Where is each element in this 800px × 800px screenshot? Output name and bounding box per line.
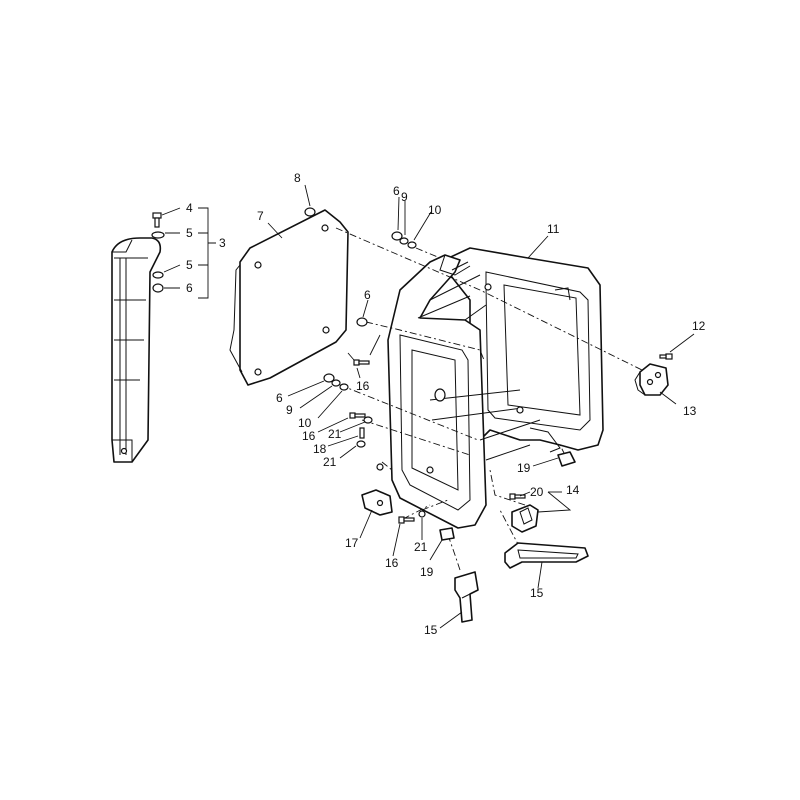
callout-4: 4 — [186, 201, 193, 215]
bolt-16b — [349, 412, 366, 419]
plug-8 — [304, 207, 316, 217]
callout-9a: 9 — [401, 190, 408, 204]
callout-19b: 19 — [420, 565, 434, 579]
callout-5a: 5 — [186, 226, 193, 240]
callout-6b: 6 — [393, 184, 400, 198]
washer-21a — [363, 416, 373, 424]
bracket-17-part — [361, 489, 393, 516]
pad-19a — [557, 451, 576, 467]
callout-6d: 6 — [276, 391, 283, 405]
callout-15b: 15 — [530, 586, 544, 600]
washer-21b — [356, 440, 366, 448]
callout-18: 18 — [313, 442, 327, 456]
callout-13: 13 — [683, 404, 697, 418]
main-frame-part — [376, 247, 604, 529]
callout-3: 3 — [219, 236, 226, 250]
cover-plate-part — [229, 209, 349, 386]
bolt-18 — [359, 427, 365, 439]
callout-10b: 10 — [298, 416, 312, 430]
bolt-20 — [509, 493, 526, 500]
washer-9b — [331, 379, 341, 387]
bolt-12 — [659, 353, 673, 360]
washer-5b — [152, 271, 164, 279]
washer-10b — [339, 383, 349, 391]
callout-12: 12 — [692, 319, 706, 333]
bolt-4 — [152, 212, 162, 228]
handle-15b-part — [504, 542, 589, 569]
side-guard-part — [111, 237, 162, 463]
nut-6d — [323, 373, 335, 383]
callout-10a: 10 — [428, 203, 442, 217]
callout-9b: 9 — [286, 403, 293, 417]
nut-6a — [152, 283, 164, 293]
nut-6b — [391, 231, 403, 241]
washer-9a — [399, 237, 409, 245]
leg-15a-part — [454, 571, 479, 623]
callout-8: 8 — [294, 171, 301, 185]
mount-bracket-14-part — [511, 504, 539, 533]
callout-11: 11 — [547, 222, 560, 236]
callout-16c: 16 — [385, 556, 399, 570]
nut-6c — [356, 317, 368, 327]
callout-21c: 21 — [414, 540, 428, 554]
callout-15a: 15 — [424, 623, 438, 637]
bolt-16c — [398, 516, 415, 524]
bolt-16a — [353, 359, 370, 366]
callout-7: 7 — [257, 209, 264, 223]
callout-21a: 21 — [328, 427, 342, 441]
callout-19a: 19 — [517, 461, 531, 475]
washer-21c — [418, 510, 426, 518]
callout-5b: 5 — [186, 258, 193, 272]
callout-6c: 6 — [364, 288, 371, 302]
pad-19b — [439, 527, 455, 541]
washer-10a — [407, 241, 417, 249]
callout-16a: 16 — [356, 379, 370, 393]
callout-20: 20 — [530, 485, 544, 499]
bracket-13-part — [634, 363, 669, 396]
callout-16b: 16 — [302, 429, 316, 443]
washer-5a — [151, 231, 165, 239]
callout-6a: 6 — [186, 281, 193, 295]
callout-17: 17 — [345, 536, 359, 550]
callout-14: 14 — [566, 483, 580, 497]
callout-21b: 21 — [323, 455, 337, 469]
